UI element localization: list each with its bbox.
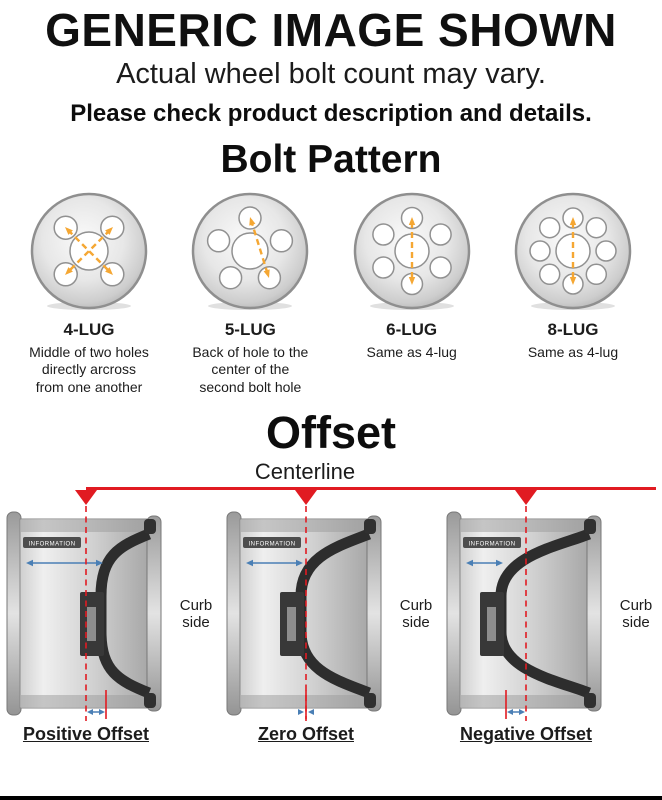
back-lip — [446, 511, 462, 716]
centerline-bar — [86, 487, 656, 491]
tag-box — [23, 537, 81, 549]
bolt-pattern-row: 4-LUG Middle of two holes directly arcro… — [0, 182, 662, 397]
tag-text: INFORMATION — [468, 542, 515, 548]
barrel-top-shade — [461, 520, 589, 533]
face-lip — [586, 515, 602, 712]
lug-hole — [219, 265, 243, 290]
centerline-pointer-icon — [295, 490, 317, 506]
measurement-arrowheads — [408, 216, 415, 285]
page-note: Please check product description and det… — [70, 99, 592, 127]
lug-hole — [371, 255, 395, 279]
face-flange-top — [144, 519, 156, 535]
lug-item-4: 4-LUG Middle of two holes directly arcro… — [12, 190, 166, 397]
tag-box — [243, 537, 301, 549]
tag-box — [463, 537, 521, 549]
lug-item-6: 6-LUG Same as 4-lug — [335, 190, 489, 397]
lug-label: 6-LUG — [386, 319, 438, 339]
lug-description: Same as 4-lug — [366, 343, 457, 360]
lug-item-8: 8-LUG Same as 4-lug — [496, 190, 650, 397]
offset-label-cell: Negative Offset — [441, 724, 661, 745]
center-bore — [231, 231, 270, 270]
face-flange-bottom — [144, 693, 156, 709]
lug-hole — [257, 265, 282, 290]
lug-item-5: 5-LUG Back of hole to the center of the … — [173, 190, 327, 397]
lug-hole — [429, 255, 452, 279]
zero-offset-label: Zero Offset — [257, 724, 354, 745]
hub-bore — [487, 607, 496, 642]
measurement-arrowheads — [65, 226, 113, 275]
lug-hole — [371, 222, 395, 246]
offset-label-cell: Positive Offset — [1, 724, 221, 745]
page-title: GENERIC IMAGE SHOWN — [45, 4, 617, 56]
curb-side-label: Curb side — [399, 596, 433, 631]
curb-side-label: Curb side — [179, 596, 213, 631]
face-flange-top — [584, 519, 596, 535]
barrel-bottom-shade — [21, 695, 149, 708]
measurement-arrowheads — [249, 216, 271, 278]
centerline-row: Centerline — [0, 457, 662, 487]
6-lug-wheel-icon — [353, 192, 470, 310]
lug-hole — [585, 216, 608, 239]
back-lip — [226, 511, 242, 716]
page-subtitle: Actual wheel bolt count may vary. — [116, 57, 546, 90]
lug-hole — [429, 222, 452, 246]
hub-bore — [287, 607, 296, 642]
barrel-bottom-shade — [461, 695, 589, 708]
lug-hole — [595, 239, 617, 262]
centerline-pointer-icon — [75, 490, 97, 506]
face-flange-bottom — [584, 693, 596, 709]
face-lip — [366, 515, 382, 712]
offset-dimension-arrow — [87, 709, 105, 716]
lug-hole — [585, 263, 608, 285]
offset-heading: Offset — [265, 407, 396, 459]
backspacing-arrow — [466, 559, 503, 567]
offset-diagram-row: INFORMATION Curb side — [1, 506, 661, 722]
negative-offset-wheel-diagram: INFORMATION — [446, 506, 602, 722]
back-lip — [6, 511, 22, 716]
centerline-indicator — [1, 487, 661, 506]
lug-hole — [529, 239, 551, 262]
lug-description: Middle of two holes directly arcross fro… — [29, 343, 149, 395]
negative-offset-label: Negative Offset — [459, 724, 593, 745]
offset-label-row: Positive Offset Zero Offset Negative Off… — [1, 724, 661, 745]
curb-side-label: Curb side — [619, 596, 653, 631]
lug-label: 8-LUG — [547, 319, 599, 339]
positive-offset-label: Positive Offset — [22, 724, 150, 745]
measurement-arrowheads — [569, 216, 577, 285]
lug-label: 5-LUG — [224, 319, 276, 339]
8-lug-wheel-icon — [514, 192, 632, 310]
backspacing-arrow — [246, 559, 303, 567]
barrel-top-shade — [21, 520, 149, 533]
offset-dimension-arrow — [507, 709, 525, 716]
centerline-label: Centerline — [254, 459, 356, 485]
4-lug-wheel-icon — [30, 192, 148, 310]
tag-text: INFORMATION — [28, 542, 75, 548]
lug-hole — [538, 216, 561, 239]
offset-label-cell: Zero Offset — [221, 724, 441, 745]
face-flange-top — [364, 519, 376, 535]
offset-dimension-arrow — [298, 709, 314, 716]
face-flange-bottom — [364, 693, 376, 709]
lug-label: 4-LUG — [63, 319, 115, 339]
hub-bore — [87, 607, 96, 642]
lug-description: Same as 4-lug — [527, 343, 619, 360]
lug-hole — [538, 263, 561, 285]
lug-description: Back of hole to the center of the second… — [192, 343, 309, 395]
centerline-pointer-icon — [515, 490, 537, 506]
lug-hole — [207, 228, 231, 253]
positive-offset-wheel-diagram: INFORMATION — [6, 506, 162, 722]
lug-hole — [269, 228, 294, 253]
5-lug-wheel-icon — [192, 192, 309, 310]
bolt-pattern-heading: Bolt Pattern — [220, 137, 442, 181]
barrel-top-shade — [241, 520, 369, 533]
face-lip — [146, 515, 162, 712]
tag-text: INFORMATION — [248, 542, 295, 548]
zero-offset-wheel-diagram: INFORMATION — [226, 506, 382, 722]
barrel-bottom-shade — [241, 695, 369, 708]
